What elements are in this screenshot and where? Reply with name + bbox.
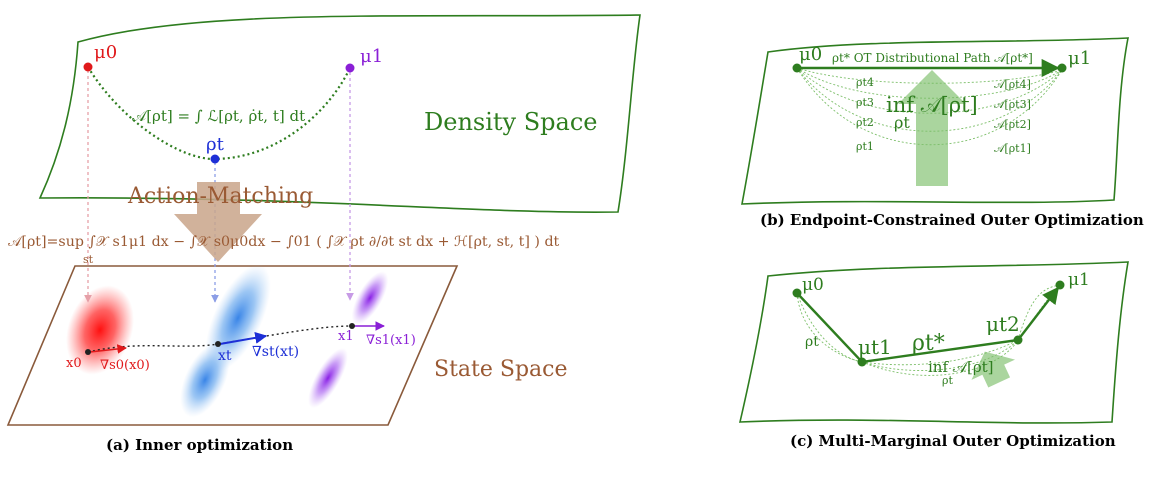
- candidate-c-2: [796, 292, 863, 363]
- mu0-point-b: [792, 63, 802, 73]
- mu1-label: μ1: [360, 46, 383, 67]
- mu1-point-b: [1057, 63, 1067, 73]
- grad-s0-arrow: [89, 344, 127, 354]
- a2-label: 𝒜[ρt2]: [994, 118, 1031, 131]
- candidate-c-3: [861, 339, 1019, 366]
- candidate-c-5: [861, 339, 1019, 376]
- mu1-point-c: [1055, 280, 1065, 290]
- density-manifold: [38, 14, 641, 213]
- inf-arrow-b: [898, 70, 966, 186]
- mu0-point: [83, 62, 93, 72]
- mu1-point: [345, 63, 355, 73]
- density-blob-purple-upper: [351, 271, 389, 325]
- inf-arrow-c: [971, 351, 1016, 388]
- grad-s0-label: ∇s0(x0): [100, 358, 150, 373]
- rho-t-label-b: ρt: [894, 113, 910, 132]
- action-matching-equation: 𝒜[ρt]=sup ∫𝒳 s1μ1 dx − ∫𝒳 s0μ0dx − ∫01 (…: [8, 234, 560, 250]
- action-matching-arrow: [174, 182, 262, 262]
- rho-t-point: [210, 154, 220, 164]
- state-space-label: State Space: [434, 357, 568, 382]
- mu-t1-point: [857, 357, 867, 367]
- density-path: [87, 66, 351, 161]
- mu-t1-label: μt1: [858, 335, 892, 359]
- candidate-c-4: [861, 339, 1019, 371]
- manifold-c: [738, 261, 1129, 424]
- mu0-label: μ0: [94, 42, 117, 63]
- a1-label: 𝒜[ρt1]: [994, 142, 1031, 155]
- rho-t-bottom-label: ρt: [942, 374, 953, 387]
- manifold-b: [741, 37, 1129, 205]
- rho-t-left-label: ρt: [805, 334, 819, 350]
- caption-b: (b) Endpoint-Constrained Outer Optimizat…: [760, 211, 1144, 229]
- panel-c: μ0 μ1 μt1 μt2 ρt* ρt inf 𝒜[ρt] ρt (c) Mu…: [738, 261, 1129, 450]
- rho2-label: ρt2: [856, 116, 874, 129]
- candidate-path-4: [796, 67, 1063, 84]
- density-blob-purple-lower: [308, 347, 348, 409]
- candidate-c-6: [1017, 284, 1061, 341]
- caption-a: (a) Inner optimization: [106, 436, 293, 454]
- mu0-label-b: μ0: [799, 44, 822, 65]
- mu-t2-point: [1013, 335, 1023, 345]
- x0-point: [85, 349, 91, 355]
- state-space-plane: [6, 265, 459, 426]
- x1-label: x1: [338, 329, 354, 344]
- rho1-label: ρt1: [856, 140, 874, 153]
- rho-star-label: ρt*: [912, 331, 945, 356]
- density-space-label: Density Space: [424, 108, 597, 136]
- mu-t2-label: μt2: [986, 312, 1020, 336]
- mu1-label-b: μ1: [1068, 48, 1091, 69]
- mu0-point-c: [792, 288, 802, 298]
- action-integral: 𝒜[ρt] = ∫ ℒ[ρt, ρ̇t, t] dt: [132, 107, 305, 125]
- sup-subscript: st: [83, 253, 94, 266]
- caption-c: (c) Multi-Marginal Outer Optimization: [790, 432, 1116, 450]
- grad-s1-label: ∇s1(x1): [366, 333, 416, 348]
- grad-st-label: ∇st(xt): [252, 344, 299, 360]
- x0-label: x0: [66, 356, 82, 371]
- xt-label: xt: [218, 348, 232, 364]
- rho4-label: ρt4: [856, 76, 874, 89]
- x1-point: [349, 323, 355, 329]
- mu0-label-c: μ0: [802, 275, 824, 295]
- mu1-label-c: μ1: [1068, 270, 1090, 290]
- panel-a: μ0 μ1 ρt 𝒜[ρt] = ∫ ℒ[ρt, ρ̇t, t] dt Dens…: [6, 14, 641, 454]
- ot-path-label: ρt* OT Distributional Path 𝒜[ρt*]: [832, 51, 1033, 65]
- panel-b: μ0 μ1 ρt* OT Distributional Path 𝒜[ρt*] …: [741, 37, 1144, 229]
- xt-point: [215, 341, 221, 347]
- action-matching-label: Action-Matching: [127, 184, 313, 209]
- grad-st-arrow: [219, 331, 268, 345]
- inf-label-c: inf 𝒜[ρt]: [928, 358, 994, 376]
- inf-label-b: inf 𝒜[ρt]: [886, 93, 978, 117]
- density-blob-blue-lower: [180, 342, 230, 418]
- rho3-label: ρt3: [856, 96, 874, 109]
- rho-t-label: ρt: [206, 134, 225, 155]
- a3-label: 𝒜[ρt3]: [994, 98, 1031, 111]
- ot-path-c-end: [1017, 286, 1060, 341]
- a4-label: 𝒜[ρt4]: [994, 78, 1031, 91]
